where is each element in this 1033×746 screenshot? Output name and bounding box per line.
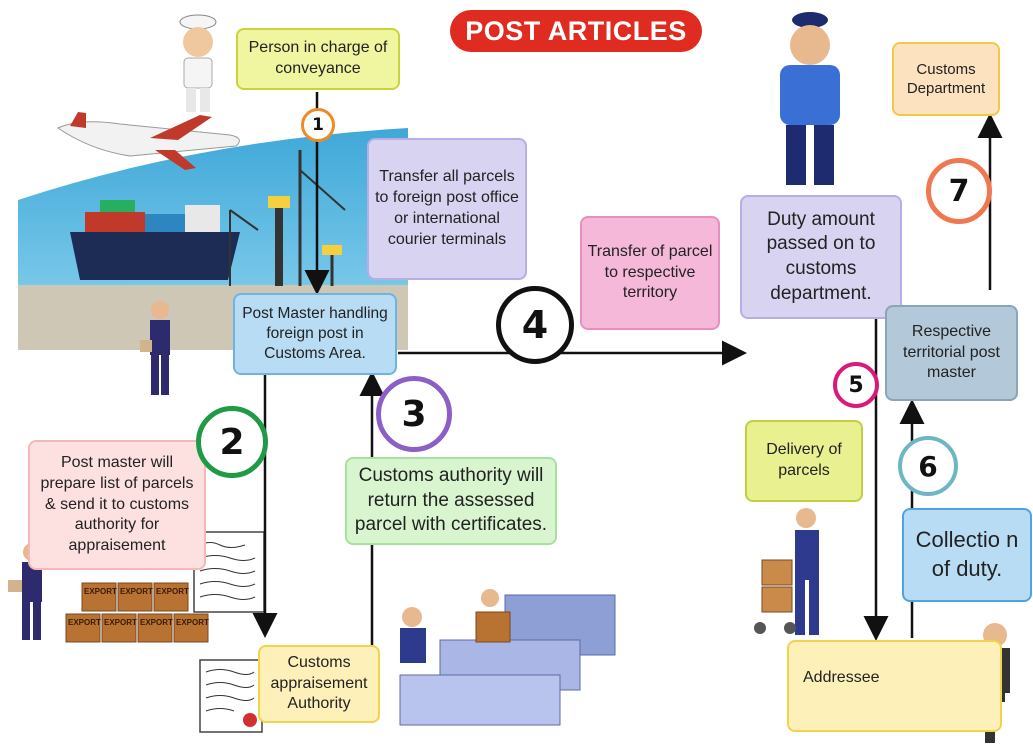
export-label: EXPORT [104,618,137,627]
page-title: POST ARTICLES [450,10,702,52]
box-collection-duty: Collectio n of duty. [902,508,1032,602]
step-6-badge: 6 [898,436,958,496]
export-label: EXPORT [140,618,173,627]
box-territorial-postmaster: Respective territorial post master [885,305,1018,401]
export-label: EXPORT [176,618,209,627]
box-addressee: Addressee [787,640,1002,732]
box-customs-department: Customs Department [892,42,1000,116]
xray-scanner-illustration [399,589,616,726]
export-label: EXPORT [68,618,101,627]
delivery-man-figure [754,508,819,635]
step-4-badge: 4 [496,286,574,364]
step-3-badge: 3 [376,376,452,452]
postman-figure [140,301,170,395]
export-label: EXPORT [120,587,153,596]
export-label: EXPORT [156,587,189,596]
box-customs-return: Customs authority will return the assess… [345,457,557,545]
box-appraisement-authority: Customs appraisement Authority [258,645,380,723]
box-duty-amount: Duty amount passed on to customs departm… [740,195,902,319]
step-2-badge: 2 [196,406,268,478]
box-delivery: Delivery of parcels [745,420,863,502]
captain-figure [179,14,217,112]
box-post-master-list: Post master will prepare list of parcels… [28,440,206,570]
box-post-master-foreign: Post Master handling foreign post in Cus… [233,293,397,375]
box-transfer-territory: Transfer of parcel to respective territo… [580,216,720,330]
certificate-icon [199,659,263,733]
customs-officer-figure [780,12,840,185]
box-transfer-parcels: Transfer all parcels to foreign post off… [367,138,527,280]
step-7-badge: 7 [926,158,992,224]
step-1-badge: 1 [301,108,335,142]
export-boxes [65,582,209,643]
box-person-in-charge: Person in charge of conveyance [236,28,400,90]
export-label: EXPORT [84,587,117,596]
airplane-icon [56,112,240,170]
step-5-badge: 5 [833,362,879,408]
